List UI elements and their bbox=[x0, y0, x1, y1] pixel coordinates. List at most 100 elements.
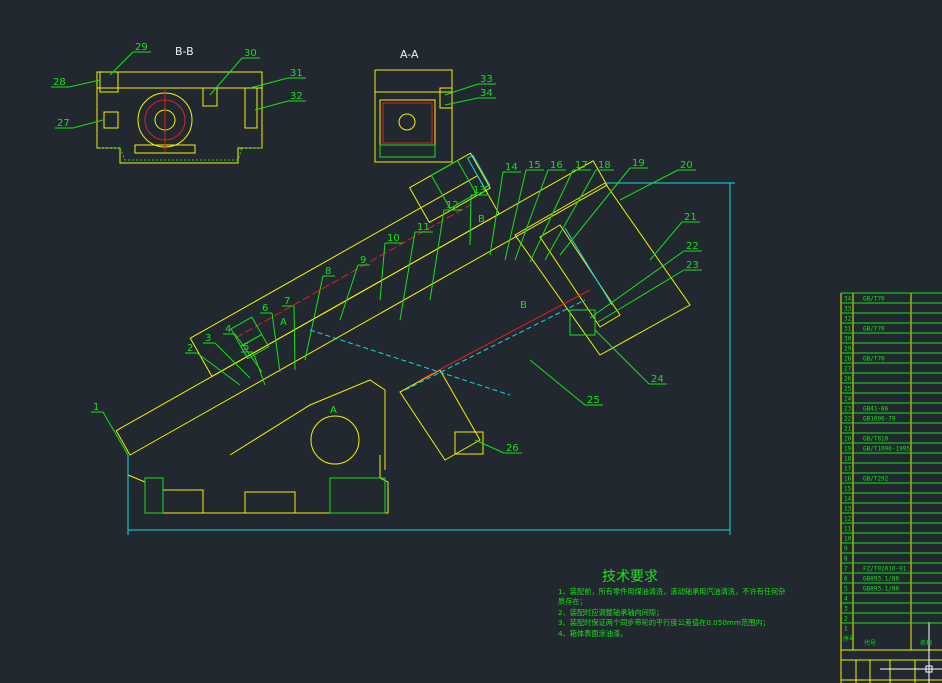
leader-line bbox=[102, 411, 129, 456]
part-label: 33 bbox=[480, 74, 493, 85]
leader-line bbox=[429, 209, 445, 301]
table-cell-no: 33 bbox=[844, 306, 852, 313]
leader-line bbox=[209, 57, 243, 96]
leader-line bbox=[72, 119, 104, 129]
part-label: 26 bbox=[506, 443, 519, 454]
tech-requirements-title: 技术要求 bbox=[602, 569, 658, 585]
table-cell-no: 21 bbox=[844, 426, 852, 433]
part-label: 6 bbox=[262, 303, 268, 314]
part-label: 18 bbox=[598, 160, 611, 171]
part-label: 23 bbox=[686, 260, 699, 271]
table-cell-no: 28 bbox=[844, 356, 852, 363]
section-bb-view: B-B bbox=[96, 45, 263, 164]
technical-requirements: 技术要求 1、装配前，所有零件用煤油清洗，滚动轴承用汽油清洗，不许有任何杂质存在… bbox=[558, 569, 788, 639]
table-cell-no: 20 bbox=[844, 436, 852, 443]
table-cell-no: 12 bbox=[844, 516, 852, 523]
table-cell-no: 30 bbox=[844, 336, 852, 343]
part-label: 8 bbox=[325, 266, 331, 277]
section-marker-b: B bbox=[520, 300, 527, 311]
part-label: 9 bbox=[360, 255, 366, 266]
section-marker-b: B bbox=[478, 214, 485, 225]
table-cell-no: 18 bbox=[844, 456, 852, 463]
table-cell-code: FZ/T92010-91 bbox=[863, 566, 907, 573]
part-label: 2 bbox=[187, 343, 193, 354]
table-cell-no: 7 bbox=[844, 566, 848, 573]
table-cell-no: 22 bbox=[844, 416, 852, 423]
table-cell-no: 26 bbox=[844, 376, 852, 383]
table-cell-no: 29 bbox=[844, 346, 852, 353]
part-label: 1 bbox=[93, 402, 99, 413]
leader-line bbox=[196, 352, 241, 386]
part-label: 21 bbox=[684, 212, 697, 223]
part-label: 7 bbox=[284, 296, 290, 307]
leader-line bbox=[529, 169, 574, 263]
table-cell-no: 32 bbox=[844, 316, 852, 323]
table-cell-no: 6 bbox=[844, 576, 848, 583]
section-aa-view: A-A bbox=[374, 48, 453, 163]
leader-line bbox=[469, 194, 472, 246]
section-marker-a: A bbox=[280, 317, 287, 328]
section-marker-a: A bbox=[330, 405, 337, 416]
part-label: 13 bbox=[473, 185, 486, 196]
section-bb-title: B-B bbox=[175, 45, 194, 58]
table-cell-no: 31 bbox=[844, 326, 852, 333]
part-label: 19 bbox=[632, 158, 645, 169]
leader-line bbox=[559, 167, 631, 256]
table-cell-no: 9 bbox=[844, 546, 848, 553]
part-label: 5 bbox=[243, 342, 249, 353]
part-label: 31 bbox=[290, 68, 303, 79]
leader-line bbox=[594, 329, 650, 385]
part-label: 28 bbox=[53, 77, 66, 88]
leader-line bbox=[293, 305, 296, 371]
table-cell-code: GB/T70 bbox=[863, 326, 885, 333]
table-cell-no: 5 bbox=[844, 586, 848, 593]
leader-line bbox=[271, 312, 281, 373]
table-cell-no: 14 bbox=[844, 496, 852, 503]
table-cell-no: 25 bbox=[844, 386, 852, 393]
table-cell-no: 34 bbox=[844, 296, 852, 303]
table-cell-no: 24 bbox=[844, 396, 852, 403]
table-cell-no: 17 bbox=[844, 466, 852, 473]
leader-line bbox=[504, 169, 527, 261]
table-cell-no: 3 bbox=[844, 606, 848, 613]
table-cell-code: GB41-86 bbox=[863, 406, 889, 413]
leader-line bbox=[68, 79, 101, 88]
table-cell-code: GB/T1096-1995 bbox=[863, 446, 910, 453]
part-label: 34 bbox=[480, 88, 493, 99]
part-label: 15 bbox=[528, 160, 541, 171]
part-label: 20 bbox=[680, 160, 693, 171]
part-label: 3 bbox=[205, 333, 211, 344]
leader-line bbox=[514, 169, 549, 261]
section-aa-title: A-A bbox=[400, 48, 419, 61]
table-cell-no: 11 bbox=[844, 526, 852, 533]
part-label: 22 bbox=[686, 241, 699, 252]
part-label: 30 bbox=[244, 48, 257, 59]
table-cell-no: 10 bbox=[844, 536, 852, 543]
tech-requirement-item: 2、装配时应调整轴承轴向间隙； bbox=[558, 607, 664, 617]
leader-line bbox=[304, 275, 324, 361]
leader-line bbox=[339, 264, 359, 321]
table-cell-no: 1 bbox=[844, 626, 848, 633]
table-cell-code: GB893.1/86 bbox=[863, 576, 900, 583]
part-label: 4 bbox=[225, 324, 231, 335]
part-label: 12 bbox=[446, 200, 459, 211]
table-cell-no: 16 bbox=[844, 476, 852, 483]
table-header-name: 名称 bbox=[920, 639, 932, 647]
leader-line bbox=[489, 171, 504, 256]
table-cell-no: 19 bbox=[844, 446, 852, 453]
leader-line bbox=[444, 97, 479, 106]
leader-line bbox=[597, 269, 685, 323]
part-label: 29 bbox=[135, 42, 148, 53]
leader-line bbox=[399, 231, 416, 321]
part-label: 27 bbox=[57, 118, 70, 129]
leader-line bbox=[444, 83, 479, 96]
leader-line bbox=[474, 439, 505, 454]
table-cell-no: 23 bbox=[844, 406, 852, 413]
tech-requirement-item: 1、装配前，所有零件用煤油清洗，滚动轴承用汽油清洗，不许有任何杂质存在； bbox=[558, 586, 786, 607]
part-label: 17 bbox=[575, 160, 588, 171]
main-assembly-view: A A B B bbox=[115, 152, 735, 535]
tech-requirement-item: 3、装配时保证两个同步带轮的平行度公差值在0.050mm范围内； bbox=[558, 618, 770, 627]
leader-line bbox=[109, 51, 134, 76]
table-cell-no: 8 bbox=[844, 556, 848, 563]
